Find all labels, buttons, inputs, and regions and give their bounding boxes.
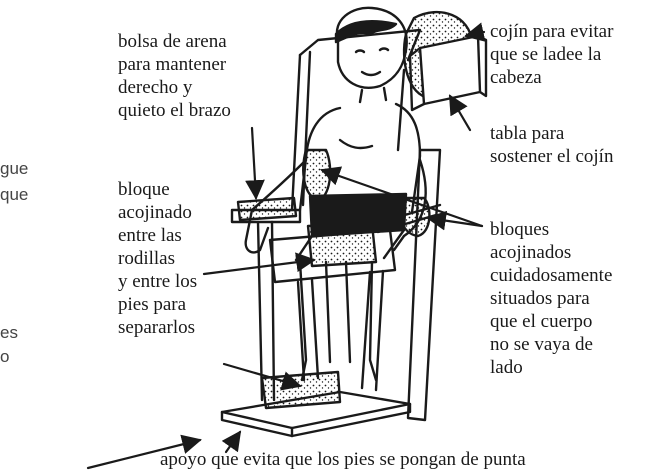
head-cushion-assembly bbox=[402, 10, 488, 112]
child-arms bbox=[244, 158, 427, 254]
leader-lines bbox=[86, 22, 486, 470]
leader-foot-block bbox=[222, 362, 302, 391]
arm-sandbag bbox=[236, 196, 298, 222]
fragment-gue: gue bbox=[0, 159, 29, 178]
label-board: tabla para sostener el cojín bbox=[490, 123, 614, 167]
fragment-o: o bbox=[0, 347, 10, 366]
chair-right-frame bbox=[376, 148, 442, 422]
leader-side-blocks-2 bbox=[426, 210, 484, 231]
leader-foot-support-2 bbox=[86, 434, 202, 470]
leader-sandbag bbox=[245, 126, 265, 200]
leader-knee-block bbox=[202, 252, 316, 276]
label-head-cushion: cojín para evitar que se ladee la cabeza bbox=[490, 21, 614, 88]
chair-front-legs bbox=[296, 269, 385, 392]
label-knee-block: bloque acojinado entre las rodillas y en… bbox=[118, 179, 198, 338]
leader-foot-support-1 bbox=[221, 430, 242, 454]
leader-side-blocks-1 bbox=[320, 166, 484, 228]
leader-head-cushion bbox=[464, 22, 486, 42]
trunk-pad-left bbox=[302, 148, 332, 202]
label-side-blocks: bloques acojinados cuidadosamente situad… bbox=[490, 219, 613, 378]
child-head bbox=[334, 6, 408, 89]
fragment-es: es bbox=[0, 323, 18, 342]
knee-block bbox=[306, 222, 378, 268]
leader-board bbox=[448, 94, 472, 132]
label-sandbag: bolsa de arena para mantener derecho y q… bbox=[118, 31, 231, 121]
fragment-que: que bbox=[0, 185, 29, 204]
label-foot-support: apoyo que evita que los pies se pongan d… bbox=[160, 449, 526, 470]
